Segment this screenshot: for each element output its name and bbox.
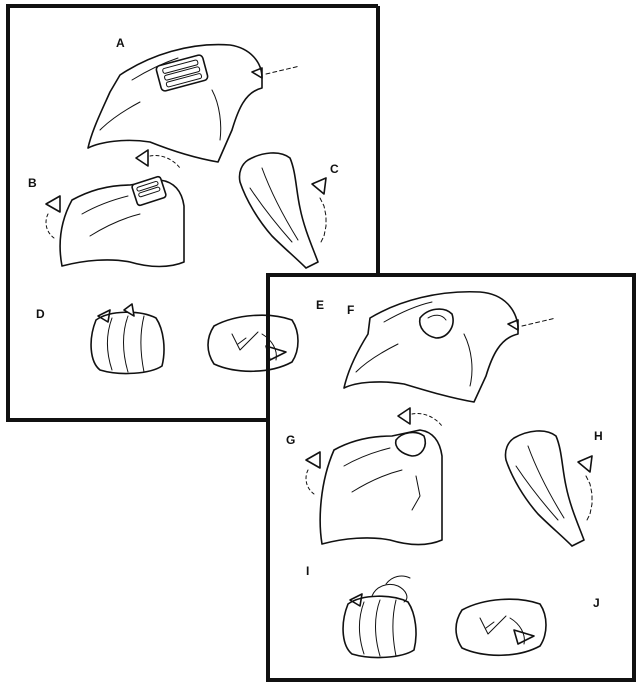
panel-c-diagram [239, 153, 326, 268]
panel-label-i: I [306, 564, 309, 578]
panel-h-diagram [505, 431, 592, 546]
panel-label-a: A [116, 36, 125, 50]
panel-i-diagram [343, 576, 416, 657]
panel-e-diagram [208, 315, 298, 371]
panel-label-c: C [330, 162, 339, 176]
panel-a-diagram [88, 45, 300, 162]
panel-label-f: F [347, 303, 354, 317]
panel-g-diagram [306, 408, 442, 545]
panel-label-d: D [36, 307, 45, 321]
lower-panel-frame [268, 275, 634, 680]
panel-d-diagram [91, 304, 164, 373]
panel-label-h: H [594, 429, 603, 443]
panel-label-b: B [28, 176, 37, 190]
panel-f-diagram [344, 292, 556, 402]
panel-label-g: G [286, 433, 295, 447]
panel-label-e: E [316, 298, 324, 312]
panel-label-j: J [593, 596, 600, 610]
panel-b-diagram [46, 150, 184, 267]
panel-j-diagram [456, 599, 546, 655]
